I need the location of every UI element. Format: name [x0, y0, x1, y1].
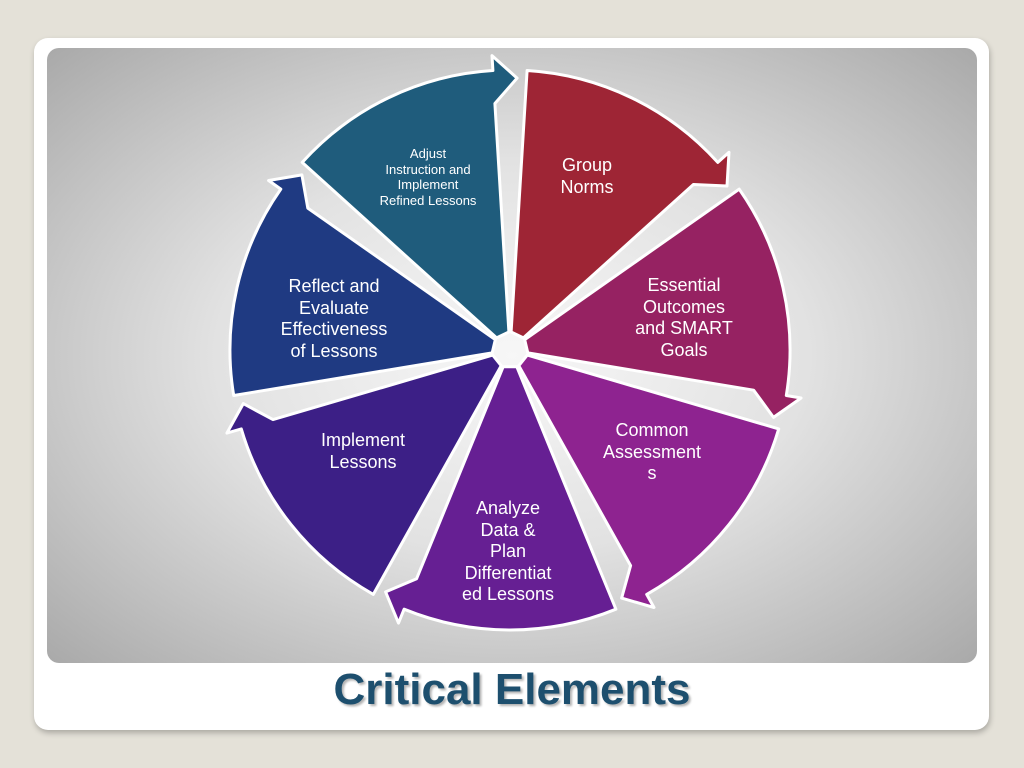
segment-common-assessments [517, 353, 781, 609]
label-implement-lessons: Implement Lessons [320, 430, 406, 472]
segment-group-norms [509, 69, 731, 340]
segment-implement-lessons [225, 353, 503, 596]
segment-adjust-instruction [300, 54, 519, 340]
segment-analyze-data [384, 365, 618, 632]
label-reflect-evaluate: Reflect and Evaluate Effectiveness of Le… [280, 276, 388, 361]
label-adjust-instruction: Adjust Instruction and Implement Refined… [379, 146, 477, 208]
label-essential-outcomes: Essential Outcomes and SMART Goals [635, 275, 733, 360]
label-analyze-data: Analyze Data & Plan Differentiat ed Less… [461, 498, 555, 602]
slide-title: Critical Elements [333, 665, 691, 714]
segment-essential-outcomes [523, 187, 803, 419]
label-common-assessments: Common Assessment s [602, 420, 702, 484]
label-group-norms: Group Norms [560, 155, 614, 197]
segment-reflect-evaluate [228, 173, 497, 397]
